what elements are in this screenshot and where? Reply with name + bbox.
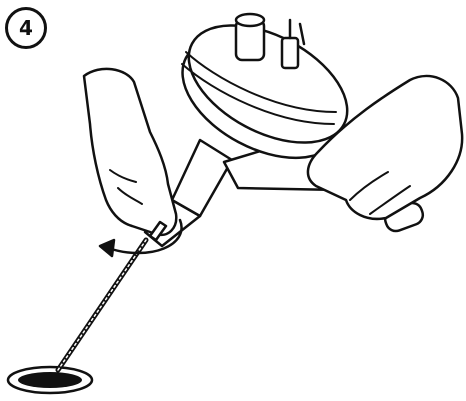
auger-cable — [58, 240, 146, 370]
left-hand-icon — [84, 69, 176, 240]
drain-opening-icon — [8, 367, 92, 393]
